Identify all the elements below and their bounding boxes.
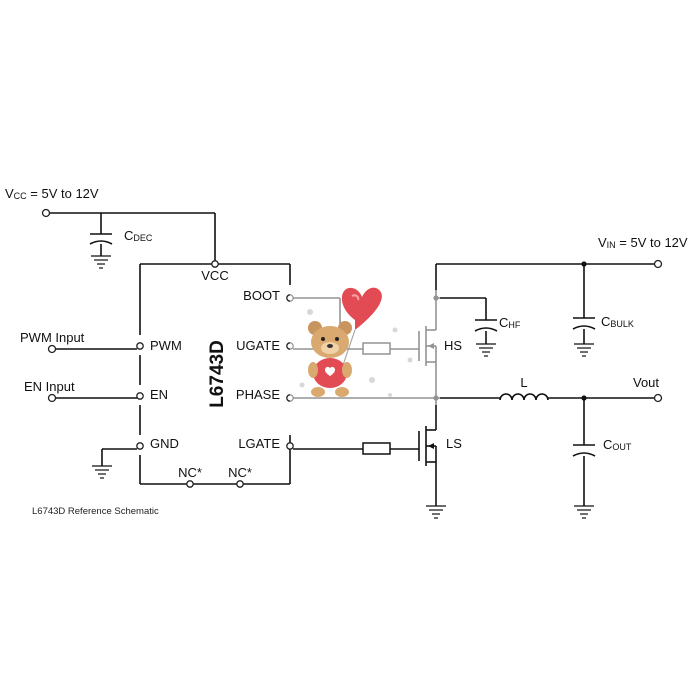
pwm-input-label: PWM Input (20, 330, 85, 345)
cdec-ground-symbol (91, 255, 111, 269)
vcc-supply-net (41, 208, 216, 264)
pin-vcc-label: VCC (201, 268, 228, 283)
ls-mosfet (418, 398, 446, 519)
vcc-supply-label: VCC = 5V to 12V (5, 186, 99, 201)
ls-label: LS (446, 436, 462, 451)
pin-vcc-node (211, 260, 219, 268)
pin-lgate-label: LGATE (238, 436, 280, 451)
pin-boot-label: BOOT (243, 288, 280, 303)
pin-ugate-label: UGATE (236, 338, 280, 353)
vout-label: Vout (633, 375, 659, 390)
en-input-label: EN Input (24, 379, 75, 394)
schematic-caption: L6743D Reference Schematic (32, 506, 159, 517)
lgate-resistor (293, 442, 419, 455)
inductor (436, 393, 655, 401)
pin-pwm-label: PWM (150, 338, 182, 353)
en-input-net (47, 393, 137, 403)
gnd-pin-net (92, 448, 137, 479)
vin-terminal (653, 259, 663, 269)
cout-label: COUT (603, 437, 632, 452)
vcc-terminal (41, 208, 51, 218)
cbulk-label: CBULK (601, 314, 634, 329)
pin-nc1-label: NC* (178, 465, 202, 480)
pin-gnd-label: GND (150, 436, 179, 451)
pin-nc2-node (236, 480, 244, 488)
vin-supply-label: VIN = 5V to 12V (598, 235, 688, 250)
cdec-capacitor (89, 233, 113, 256)
vout-terminal (653, 393, 663, 403)
chf-label: CHF (499, 315, 521, 330)
pin-en-label: EN (150, 387, 168, 402)
pin-lgate-node (286, 442, 294, 450)
cout-capacitor (572, 398, 596, 519)
cbulk-capacitor (572, 264, 596, 357)
inductor-label: L (520, 375, 527, 390)
pin-gnd-node (136, 442, 144, 450)
vin-rail (435, 259, 663, 298)
hs-label: HS (444, 338, 462, 353)
chip-name: L6743D (207, 340, 228, 408)
pin-pwm-node (136, 342, 144, 350)
pin-nc1-node (186, 480, 194, 488)
pin-nc2-label: NC* (228, 465, 252, 480)
pwm-input-net (47, 344, 137, 354)
cdec-label: CDEC (124, 228, 153, 243)
chf-capacitor (436, 297, 498, 357)
pin-en-node (136, 392, 144, 400)
pin-phase-label: PHASE (236, 387, 280, 402)
teddy-bear-watermark-icon (290, 287, 440, 405)
